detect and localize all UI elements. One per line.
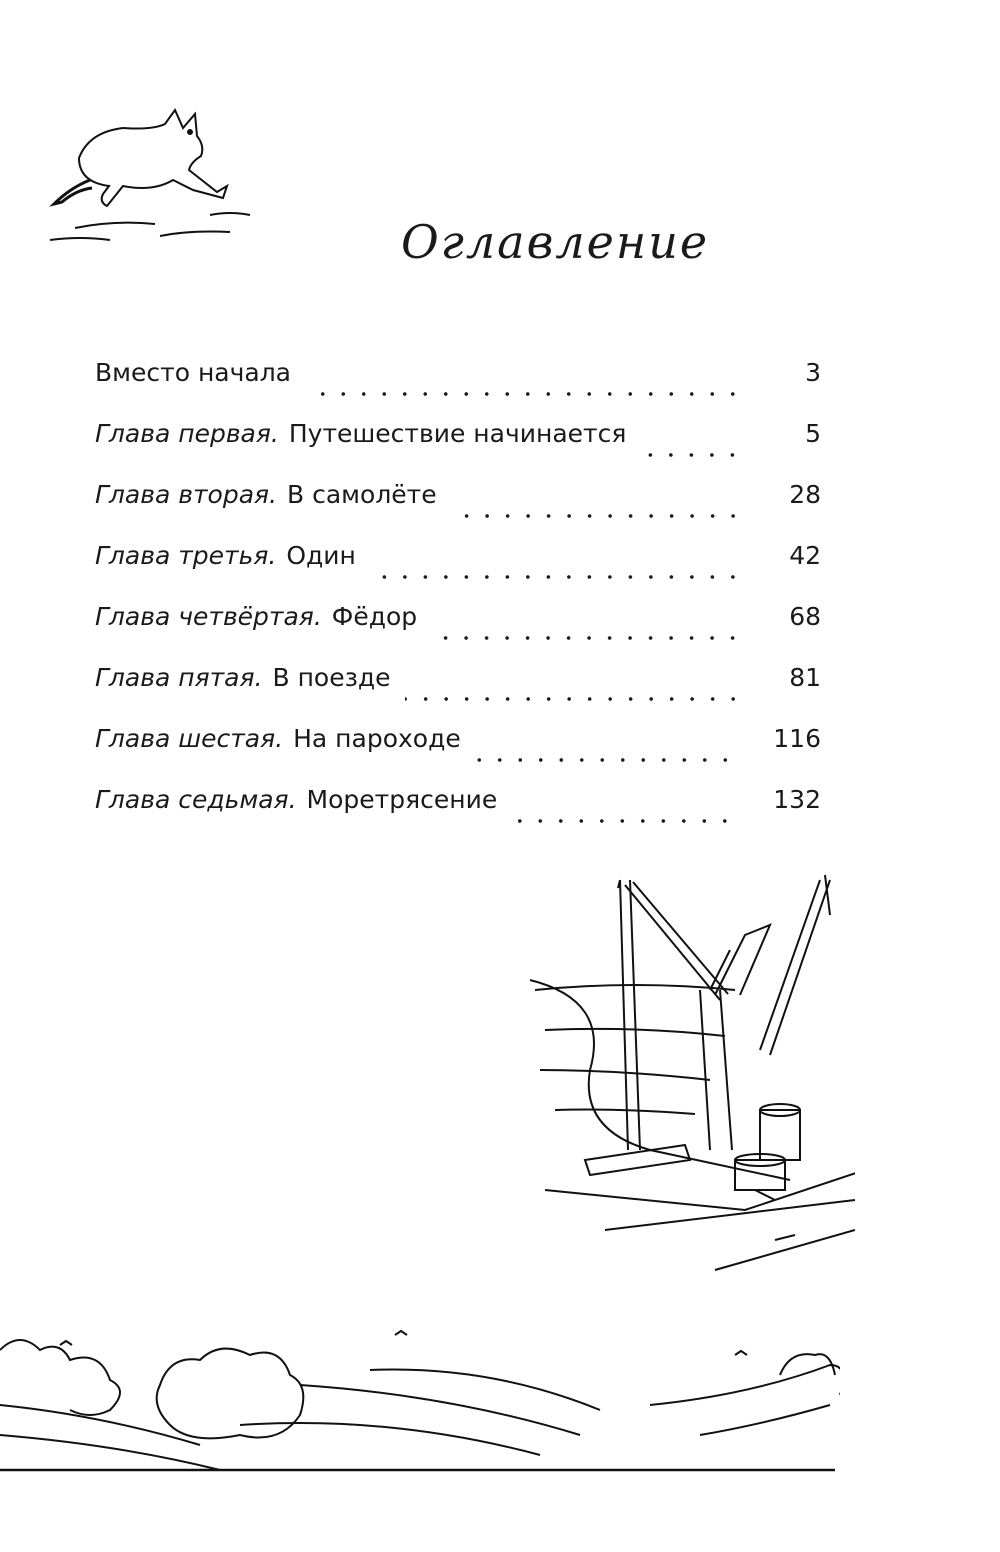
dot-leader: [431, 635, 743, 640]
page-title: Оглавление: [400, 215, 710, 269]
page-number: 81: [789, 663, 821, 692]
chapter-label: Глава четвёртая.: [95, 602, 322, 631]
chapter-label: Глава седьмая.: [95, 785, 297, 814]
toc-entry[interactable]: Глава шестая. На пароходе 116: [95, 724, 821, 785]
chapter-title: Один: [286, 541, 356, 570]
chapter-title: На пароходе: [293, 724, 461, 753]
dot-leader: [640, 452, 743, 457]
page-number: 28: [789, 480, 821, 509]
page-number: 132: [773, 785, 821, 814]
toc-entry[interactable]: Глава первая. Путешествие начинается 5: [95, 419, 821, 480]
chapter-title: Вместо начала: [95, 358, 291, 387]
page-number: 42: [789, 541, 821, 570]
page-number: 116: [773, 724, 821, 753]
landscape-illustration: [0, 1329, 840, 1472]
chapter-label: Глава пятая.: [95, 663, 263, 692]
page-number: 3: [805, 358, 821, 387]
toc-entry[interactable]: Вместо начала 3: [95, 358, 821, 419]
dot-leader: [474, 757, 736, 762]
dot-leader: [511, 818, 736, 823]
chapter-title: Моретрясение: [306, 785, 498, 814]
toc-entry[interactable]: Глава третья. Один 42: [95, 541, 821, 602]
chapter-label: Глава первая.: [95, 419, 279, 448]
dog-illustration: [49, 107, 251, 241]
dot-leader: [305, 391, 743, 396]
page-number: 5: [805, 419, 821, 448]
chapter-label: Глава вторая.: [95, 480, 277, 509]
dot-leader: [369, 574, 743, 579]
dot-leader: [404, 696, 743, 701]
chapter-title: Фёдор: [331, 602, 418, 631]
table-of-contents: Вместо начала 3 Глава первая. Путешествие …: [95, 358, 821, 846]
chapter-label: Глава третья.: [95, 541, 277, 570]
toc-entry[interactable]: Глава пятая. В поезде 81: [95, 663, 821, 724]
toc-entry[interactable]: Глава четвёртая. Фёдор 68: [95, 602, 821, 663]
toc-entry[interactable]: Глава седьмая. Моретрясение 132: [95, 785, 821, 846]
chapter-label: Глава шестая.: [95, 724, 284, 753]
chapter-title: Путешествие начинается: [288, 419, 627, 448]
chapter-title: В самолёте: [287, 480, 437, 509]
crane-illustration: [529, 874, 855, 1271]
dot-leader: [450, 513, 743, 518]
chapter-title: В поезде: [272, 663, 391, 692]
page-number: 68: [789, 602, 821, 631]
toc-entry[interactable]: Глава вторая. В самолёте 28: [95, 480, 821, 541]
